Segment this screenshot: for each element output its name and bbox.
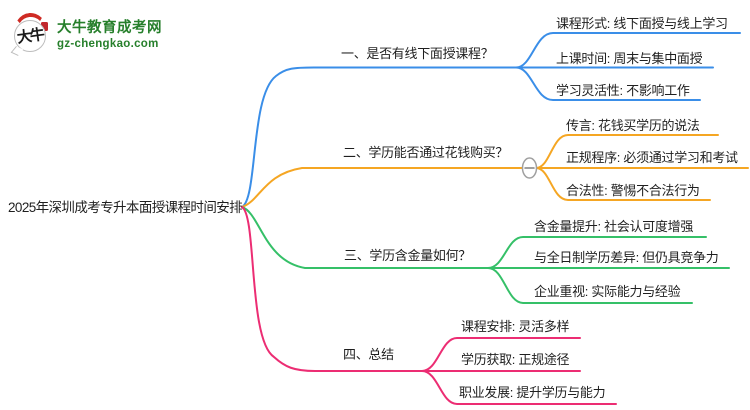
branch4-child2[interactable]: 学历获取: 正规途径 xyxy=(461,352,570,367)
branch1-child1[interactable]: 课程形式: 线下面授与线上学习 xyxy=(556,16,728,31)
logo-domain: gz-chengkao.com xyxy=(57,38,159,51)
logo-bubble: 大牛 xyxy=(14,20,46,52)
branch3-child1-line xyxy=(487,236,707,269)
branch4-child3-line xyxy=(421,370,617,405)
branch1-child3[interactable]: 学习灵活性: 不影响工作 xyxy=(556,83,690,98)
branch4-child1[interactable]: 课程安排: 灵活多样 xyxy=(461,319,570,334)
branch3-child1[interactable]: 含金量提升: 社会认可度增强 xyxy=(534,219,694,234)
branch3-child3[interactable]: 企业重视: 实际能力与经验 xyxy=(534,284,681,299)
branch2-child2[interactable]: 正规程序: 必须通过学习和考试 xyxy=(566,150,738,165)
logo-characters: 大牛 xyxy=(15,25,45,47)
branch2-child3[interactable]: 合法性: 警惕不合法行为 xyxy=(566,183,700,198)
branch3-child2[interactable]: 与全日制学历差异: 但仍具竞争力 xyxy=(534,250,719,265)
branch4-child3[interactable]: 职业发展: 提升学历与能力 xyxy=(459,385,606,400)
branch4-child1-line xyxy=(421,337,581,372)
branch1-child2[interactable]: 上课时间: 周末与集中面授 xyxy=(556,51,703,66)
branch2-main-line xyxy=(241,167,524,208)
logo-icon: 大牛 xyxy=(12,11,51,55)
logo-text: 大牛教育成考网 gz-chengkao.com xyxy=(57,13,162,52)
branch2-child1-line xyxy=(535,134,719,169)
branch3-child3-line xyxy=(487,267,693,304)
branch2-label[interactable]: 二、学历能否通过花钱购买？ xyxy=(343,145,509,160)
root-node[interactable]: 2025年深圳成考专升本面授课程时间安排 xyxy=(8,200,243,215)
logo-seal-icon xyxy=(41,22,48,31)
branch1-main-line xyxy=(241,66,517,208)
logo: 大牛 大牛教育成考网 gz-chengkao.com xyxy=(12,11,162,55)
branch1-child1-line xyxy=(515,32,741,69)
branch4-label[interactable]: 四、总结 xyxy=(343,347,394,362)
branch4-main-line xyxy=(241,206,423,372)
branch1-child3-line xyxy=(515,66,701,101)
branch3-main-line xyxy=(241,206,489,269)
branch3-label[interactable]: 三、学历含金量如何？ xyxy=(344,248,472,263)
branch2-child3-line xyxy=(535,167,711,201)
branch1-label[interactable]: 一、是否有线下面授课程？ xyxy=(341,46,494,61)
logo-title: 大牛教育成考网 xyxy=(57,20,162,36)
branch2-collapse-toggle[interactable] xyxy=(521,157,538,179)
branch2-child1[interactable]: 传言: 花钱买学历的说法 xyxy=(566,118,700,133)
